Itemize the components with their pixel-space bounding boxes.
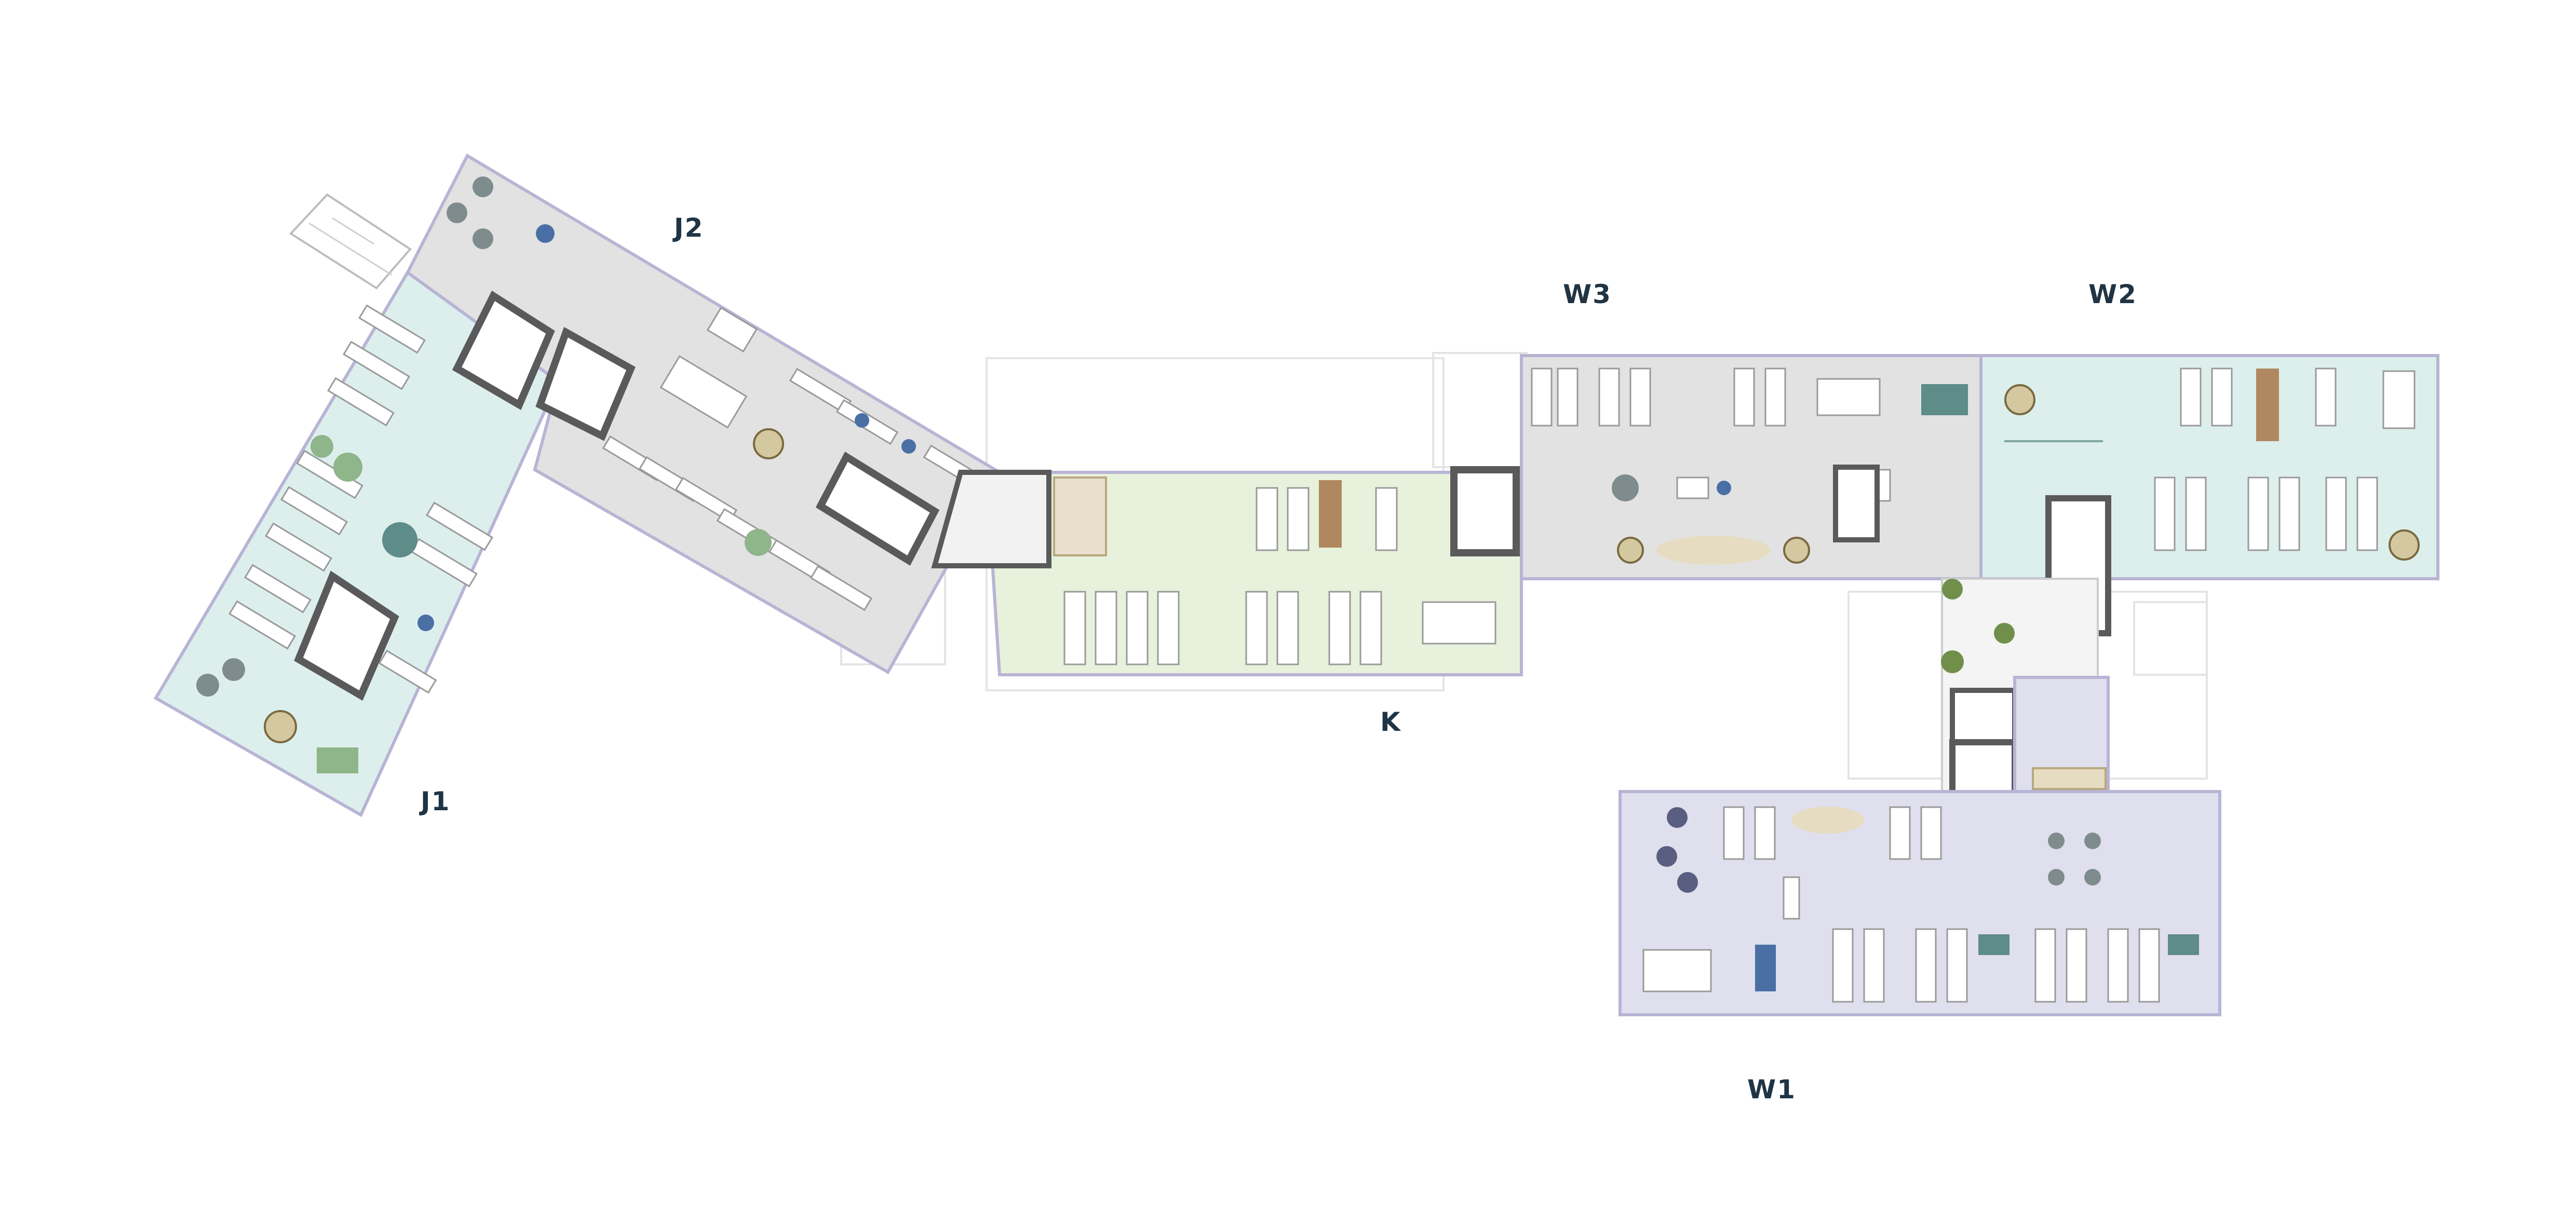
w2-lounge	[2004, 384, 2420, 561]
j2-cores	[452, 290, 940, 566]
zone-label-w3: W3	[1563, 279, 1612, 309]
zone-label-k: K	[1380, 707, 1401, 737]
w2-wood-table	[2256, 369, 2279, 441]
w2-desks	[2154, 367, 2416, 551]
zone-w3[interactable]	[1520, 354, 1982, 580]
zone-label-j2: J2	[674, 213, 704, 243]
k-stair	[931, 470, 1051, 568]
w1-lounge	[1656, 807, 2199, 991]
w3-core	[1833, 465, 1880, 542]
entrance-canopy	[289, 193, 412, 290]
j1-core	[294, 570, 399, 701]
zone-w2[interactable]	[1979, 354, 2439, 636]
w3-desks	[1531, 367, 1891, 502]
zone-label-w2: W2	[2088, 279, 2137, 309]
w3-green-table	[1921, 384, 1968, 415]
k-reception	[1053, 476, 1107, 556]
zone-w1[interactable]	[1619, 676, 2221, 1016]
zone-label-j1: J1	[421, 786, 451, 816]
j1-desks	[228, 304, 493, 694]
zone-label-w1: W1	[1747, 1074, 1796, 1105]
zone-k[interactable]	[931, 466, 1593, 676]
w1-desks	[1642, 806, 2160, 1003]
j2-furniture	[447, 176, 916, 556]
w3-lounge	[1612, 474, 1810, 565]
j1-lounge-pieces	[196, 435, 434, 773]
w1-counter	[2032, 767, 2107, 790]
zone-j2[interactable]	[406, 153, 1002, 675]
zone-j1[interactable]	[153, 270, 560, 818]
k-wood-table	[1319, 480, 1342, 548]
k-desks	[1063, 487, 1496, 665]
